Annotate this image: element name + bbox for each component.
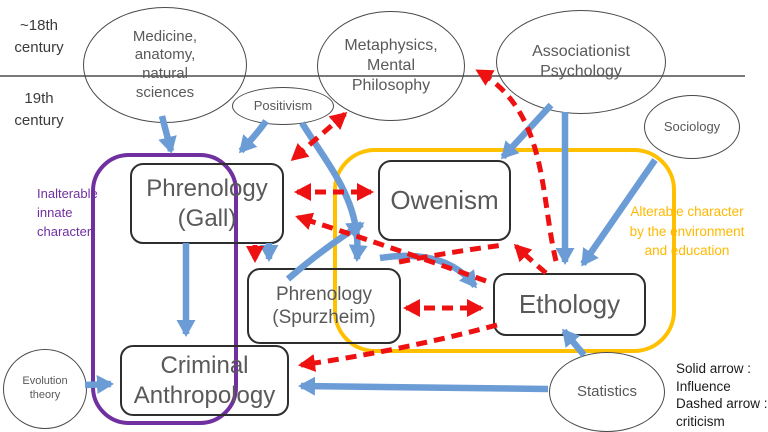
node-medicine-line3: natural bbox=[142, 65, 188, 82]
node-medicine-line4: sciences bbox=[135, 83, 195, 101]
node-evolution-theory: Evolution theory bbox=[3, 349, 87, 429]
node-metaphysics-line2: Mental bbox=[366, 57, 416, 74]
innate-character-container bbox=[91, 153, 238, 425]
node-metaphysics: Metaphysics, Mental Philosophy bbox=[317, 11, 465, 121]
node-metaphysics-line1: Metaphysics, bbox=[344, 37, 438, 54]
node-ethology: Ethology bbox=[493, 273, 646, 336]
node-spurzheim-line1: Phrenology bbox=[275, 283, 373, 305]
legend-influence-label: Influence bbox=[676, 378, 731, 394]
node-spurzheim-line2: (Spurzheim) bbox=[272, 307, 376, 328]
node-medicine-line1: Medicine, bbox=[132, 27, 198, 45]
node-statistics: Statistics bbox=[549, 352, 665, 432]
era-19th-line2: century bbox=[14, 111, 64, 129]
era-18th-line1: ~18th bbox=[20, 17, 58, 34]
node-phrenology-gall: Phrenology (Gall) bbox=[130, 163, 284, 244]
node-associationist-line1: Associationist bbox=[532, 43, 630, 60]
node-evolution-line2: theory bbox=[29, 389, 61, 401]
node-evolution-line1: Evolution bbox=[22, 375, 68, 388]
alterable-caption-line2: by the environment bbox=[629, 223, 745, 239]
legend-dashed-arrow-label: Dashed arrow : bbox=[676, 396, 768, 412]
era-18th-line2: century bbox=[14, 38, 64, 56]
node-sociology: Sociology bbox=[644, 95, 740, 159]
legend-solid-arrow-label: Solid arrow : bbox=[676, 361, 752, 376]
era-19th-line1: 19th bbox=[24, 90, 54, 107]
node-metaphysics-line3: Philosophy bbox=[351, 77, 431, 94]
node-positivism: Positivism bbox=[232, 87, 334, 125]
node-criminal-line1: Criminal bbox=[160, 352, 249, 380]
node-gall-line1: Phrenology bbox=[146, 175, 268, 203]
innate-caption-line1: Inalterable bbox=[37, 186, 98, 201]
alterable-caption-line3: and education bbox=[644, 243, 730, 259]
era-label-18th: ~18th century bbox=[6, 15, 72, 59]
node-ethology-line1: Ethology bbox=[518, 288, 621, 319]
node-owenism: Owenism bbox=[378, 160, 511, 241]
legend-criticism-label: criticism bbox=[676, 413, 725, 429]
node-criminal-line2: Anthropology bbox=[133, 381, 276, 409]
node-medicine: Medicine, anatomy, natural sciences bbox=[83, 7, 247, 123]
node-associationist: Associationist Psychology bbox=[496, 10, 666, 114]
node-positivism-line1: Positivism bbox=[253, 97, 313, 113]
node-phrenology-spurzheim: Phrenology (Spurzheim) bbox=[247, 268, 401, 344]
innate-caption-line2: innate bbox=[37, 204, 73, 220]
node-gall-line2: (Gall) bbox=[177, 204, 237, 232]
innate-caption-line3: character bbox=[37, 223, 92, 239]
alterable-character-caption: Alterable character by the environment a… bbox=[608, 202, 766, 261]
node-owenism-line1: Owenism bbox=[390, 184, 499, 215]
innate-character-caption: Inalterable innate character bbox=[37, 185, 98, 242]
node-associationist-line2: Psychology bbox=[540, 63, 622, 80]
node-criminal-anthropology: Criminal Anthropology bbox=[120, 345, 289, 416]
node-sociology-line1: Sociology bbox=[663, 118, 721, 134]
legend: Solid arrow : Influence Dashed arrow : c… bbox=[676, 360, 768, 430]
node-statistics-line1: Statistics bbox=[576, 382, 637, 400]
node-medicine-line2: anatomy, bbox=[134, 46, 196, 64]
alterable-caption-line1: Alterable character bbox=[630, 204, 744, 219]
era-label-19th: 19th century bbox=[6, 88, 72, 132]
